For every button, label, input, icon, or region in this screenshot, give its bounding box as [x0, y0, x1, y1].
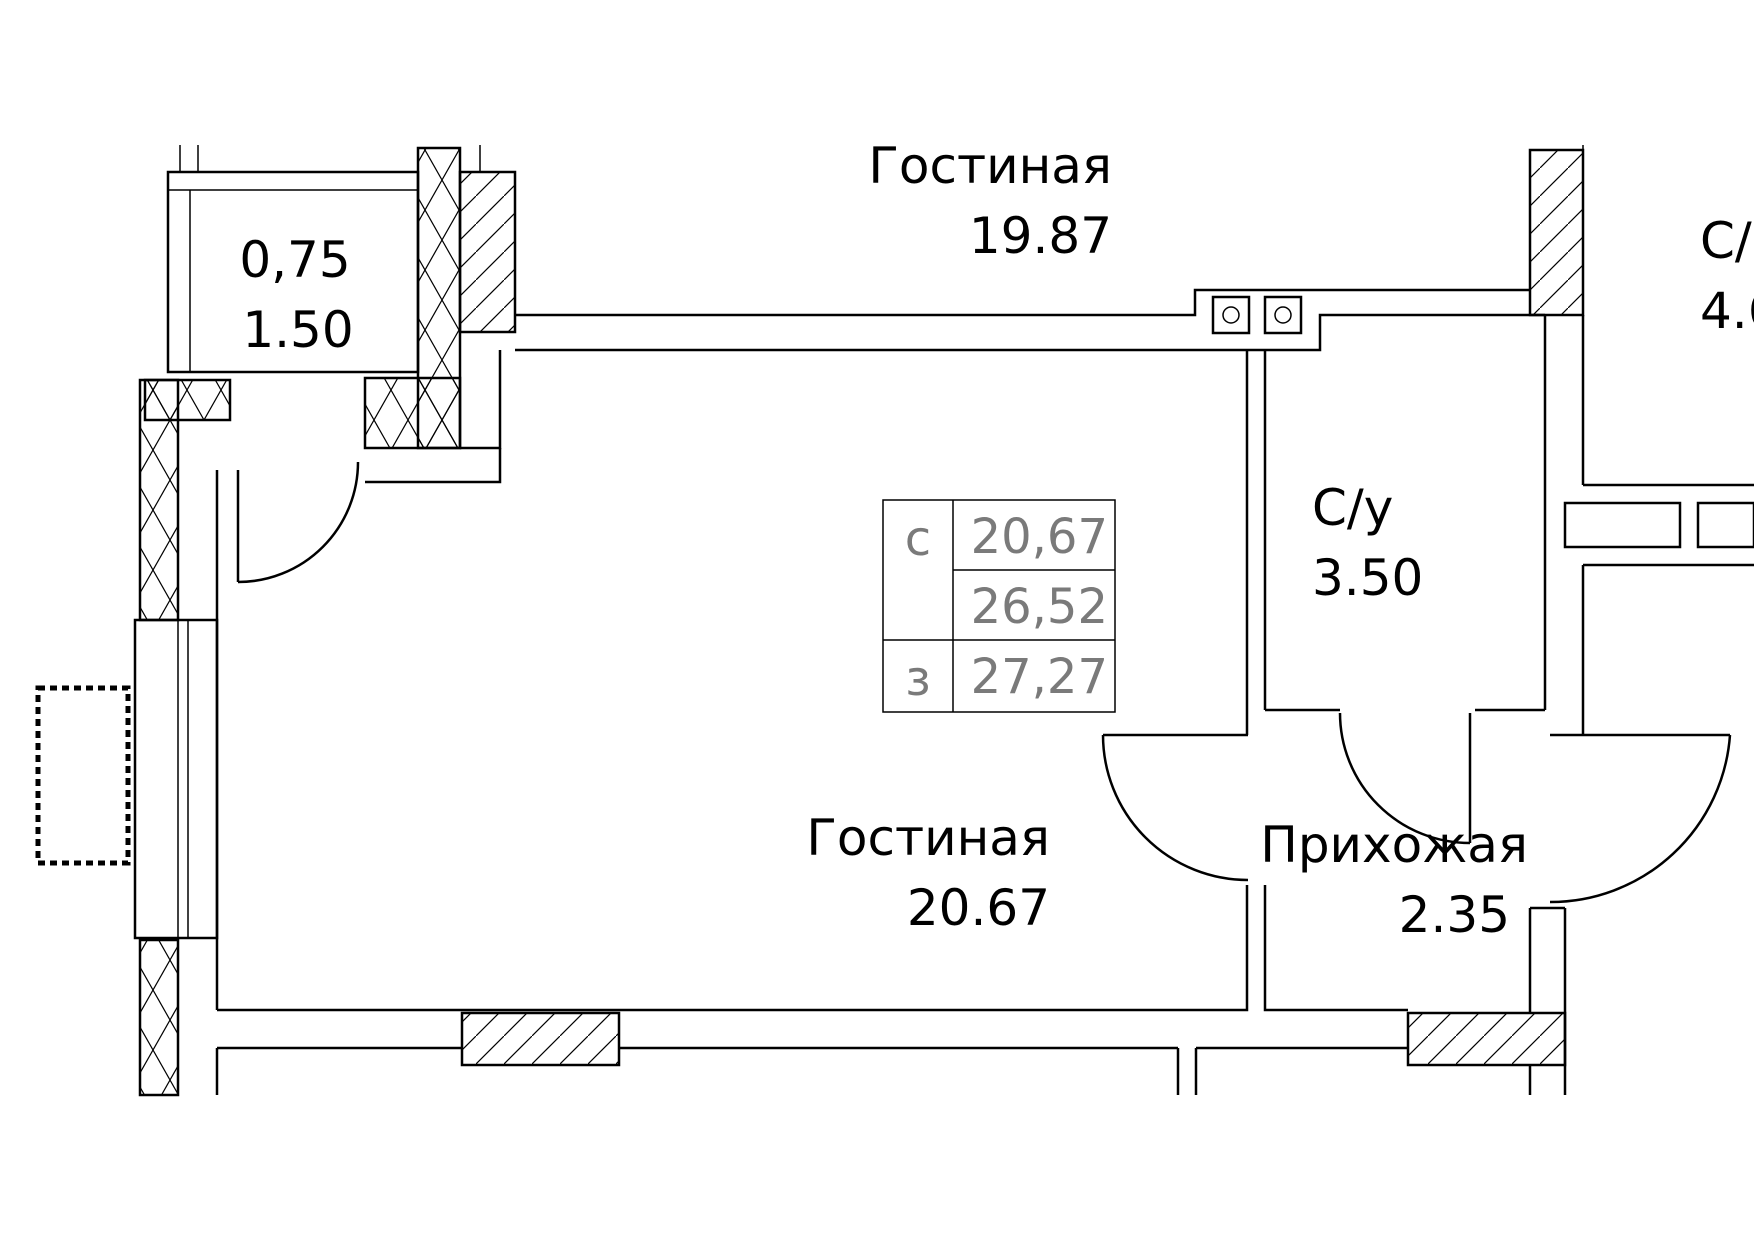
column-bottom-left	[460, 1011, 621, 1067]
area-table-row2-value: 26,52	[971, 579, 1108, 635]
right-wall-window-1	[1563, 501, 1682, 549]
room-labels: Гостиная 19.87 0,75 1.50 С/ 4.6 С/у 3.50…	[239, 137, 1754, 944]
living-top-area: 19.87	[969, 207, 1112, 265]
left-outer-wall-lower	[138, 938, 180, 1097]
area-table-row3-key: з	[905, 651, 931, 707]
area-table: с 20,67 26,52 з 27,27	[882, 499, 1116, 713]
left-window	[133, 618, 219, 940]
bathroom-right-area: 4.6	[1700, 282, 1754, 340]
bathroom-right-name: С/	[1700, 212, 1752, 270]
living-door-swing	[1101, 734, 1249, 882]
left-wall-cap	[143, 378, 232, 422]
balcony-area: 1.50	[242, 301, 353, 359]
balcony-wall-bottom	[363, 376, 462, 450]
column-bottom-right	[1406, 1011, 1567, 1067]
column-top-left	[458, 170, 517, 334]
vent-shaft-2	[1263, 295, 1303, 335]
area-table-row3-value: 27,27	[971, 649, 1108, 705]
entry-door-swing	[1549, 734, 1732, 904]
area-table-row1-value: 20,67	[971, 509, 1108, 565]
walls	[133, 145, 1754, 1097]
area-table-row1-key: с	[905, 511, 931, 567]
living-name: Гостиная	[806, 809, 1050, 867]
bathroom-area: 3.50	[1312, 549, 1423, 607]
hallway-area: 2.35	[1399, 886, 1510, 944]
column-top-right	[1528, 148, 1585, 317]
bathroom-name: С/у	[1312, 479, 1393, 537]
vent-shaft-1	[1211, 295, 1251, 335]
living-top-name: Гостиная	[868, 137, 1112, 195]
hallway-name: Прихожая	[1260, 816, 1528, 874]
living-area: 20.67	[907, 879, 1050, 937]
bathroom-door-swing	[1338, 712, 1471, 845]
balcony-area-small: 0,75	[239, 231, 350, 289]
right-wall-window-2	[1696, 501, 1754, 549]
dashed-outline	[35, 685, 131, 866]
balcony-door-swing	[237, 461, 360, 584]
